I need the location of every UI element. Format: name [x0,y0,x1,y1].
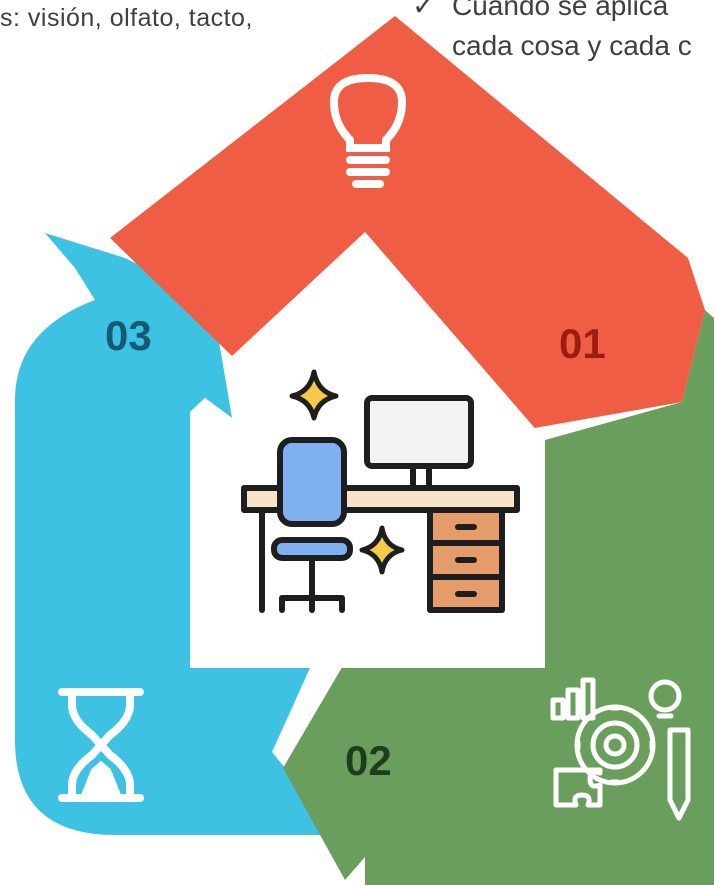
top-left-text-fragment: s: visión, olfato, tacto, [0,4,253,32]
arrow-01-shape [110,16,705,440]
step-number-02: 02 [345,737,392,784]
lightbulb-icon [329,73,407,188]
arrow-03-shape [15,233,340,835]
gear-strategy-icon [550,677,691,821]
office-desk-icon [241,369,520,613]
step-number-03: 03 [105,312,152,359]
top-right-text-fragment: ✓ Cuando se aplica cada cosa y cada c [412,0,692,66]
top-right-line-1: Cuando se aplica [452,0,669,21]
step-number-01: 01 [559,320,606,367]
top-right-line-2: cada cosa y cada c [452,30,692,61]
checkmark-icon: ✓ [412,0,436,21]
hourglass-icon [58,688,144,802]
